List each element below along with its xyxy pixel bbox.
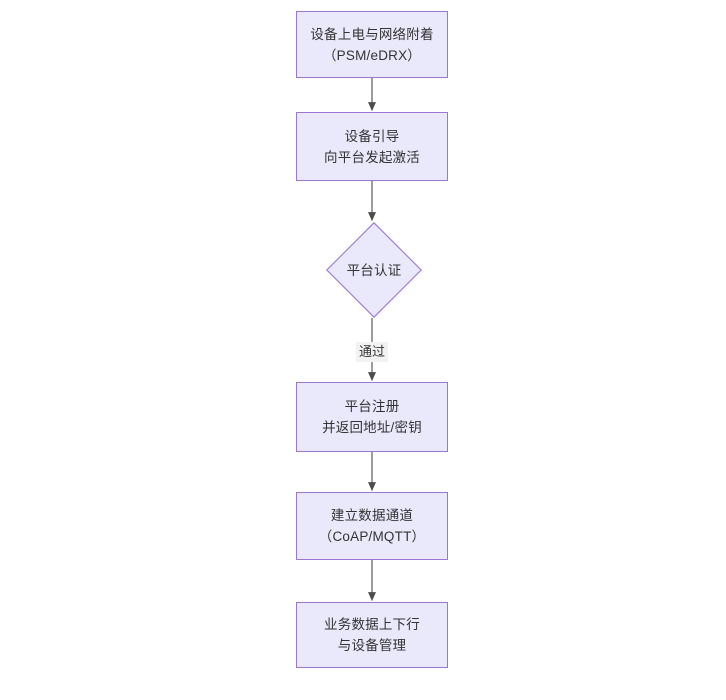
node-data-channel[interactable]: 建立数据通道 （CoAP/MQTT） <box>296 492 448 560</box>
node-platform-auth[interactable]: 平台认证 <box>326 222 422 318</box>
node-bootstrap-line1: 设备引导 <box>344 128 400 144</box>
node-platform-register-line1: 平台注册 <box>344 399 400 414</box>
node-platform-register-line2: 并返回地址/密钥 <box>322 420 422 435</box>
node-business-data[interactable]: 业务数据上下行 与设备管理 <box>296 602 448 668</box>
node-power-on-line1: 设备上电与网络附着 <box>310 26 434 42</box>
node-platform-register[interactable]: 平台注册 并返回地址/密钥 <box>296 382 448 452</box>
node-power-on-line2: （PSM/eDRX） <box>322 47 422 63</box>
node-data-channel-line1: 建立数据通道 <box>330 508 414 523</box>
node-bootstrap[interactable]: 设备引导 向平台发起激活 <box>296 112 448 181</box>
diamond-shape <box>326 222 422 318</box>
node-business-data-line1: 业务数据上下行 <box>324 617 420 632</box>
node-data-channel-line2: （CoAP/MQTT） <box>318 529 426 544</box>
node-bootstrap-line2: 向平台发起激活 <box>324 149 420 165</box>
edge-label-pass: 通过 <box>355 342 389 362</box>
node-power-on[interactable]: 设备上电与网络附着 （PSM/eDRX） <box>296 11 448 78</box>
node-business-data-line2: 与设备管理 <box>337 638 407 653</box>
node-platform-auth-label: 平台认证 <box>346 262 402 278</box>
